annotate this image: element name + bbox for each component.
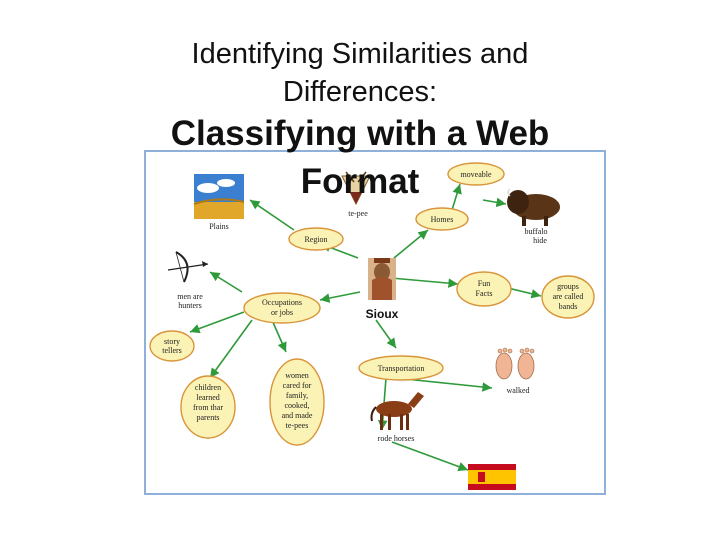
- hunters-caption-line-1: men are: [177, 292, 203, 301]
- node-fun-facts-label-1: Fun: [478, 279, 490, 288]
- spain-flag-image: [468, 464, 516, 490]
- node-women-label-4: cooked,: [284, 401, 309, 410]
- node-occupations-label-2: or jobs: [271, 308, 293, 317]
- horses-caption: rode horses: [378, 434, 415, 443]
- node-women-label-1: women: [285, 371, 309, 380]
- subtitle-line-2: Differences:: [0, 74, 720, 110]
- node-women-label-3: family,: [286, 391, 308, 400]
- subtitle-line-1: Identifying Similarities and: [0, 36, 720, 72]
- node-groups-label-2: are called: [553, 292, 584, 301]
- node-story-tellers-label-1: story: [164, 337, 180, 346]
- node-children-label-1: children: [195, 383, 221, 392]
- node-women-label-6: te-pees: [286, 421, 309, 430]
- bow-arrow-image: [168, 252, 208, 282]
- node-homes-label: Homes: [431, 215, 454, 224]
- node-children-label-2: learned: [196, 393, 220, 402]
- node-story-tellers-label-2: tellers: [162, 346, 182, 355]
- title-line-2: Format: [0, 156, 720, 208]
- center-node-label: Sioux: [366, 307, 399, 321]
- node-children-label-3: from thar: [193, 403, 223, 412]
- node-region-label: Region: [304, 235, 327, 244]
- tepee-caption: te-pee: [348, 209, 368, 218]
- buffalo-caption-line-2: hide: [533, 236, 547, 245]
- web-arrows: [190, 184, 541, 470]
- buffalo-caption-line-1: buffalo: [525, 227, 548, 236]
- node-groups-label-3: bands: [559, 302, 578, 311]
- node-groups-label-1: groups: [557, 282, 579, 291]
- node-women-label-2: cared for: [283, 381, 312, 390]
- node-children-label-4: parents: [196, 413, 219, 422]
- node-transportation-label: Transportation: [378, 364, 425, 373]
- title-line-1: Classifying with a Web: [0, 108, 720, 160]
- plains-caption: Plains: [209, 222, 229, 231]
- sioux-portrait-image: [368, 258, 396, 300]
- hunters-caption-line-2: hunters: [178, 301, 202, 310]
- horse-image: [372, 392, 425, 430]
- node-women-label-5: and made: [282, 411, 313, 420]
- node-fun-facts-label-2: Facts: [476, 289, 493, 298]
- feet-image: [496, 348, 534, 379]
- node-occupations-label-1: Occupations: [262, 298, 302, 307]
- walked-caption: walked: [506, 386, 529, 395]
